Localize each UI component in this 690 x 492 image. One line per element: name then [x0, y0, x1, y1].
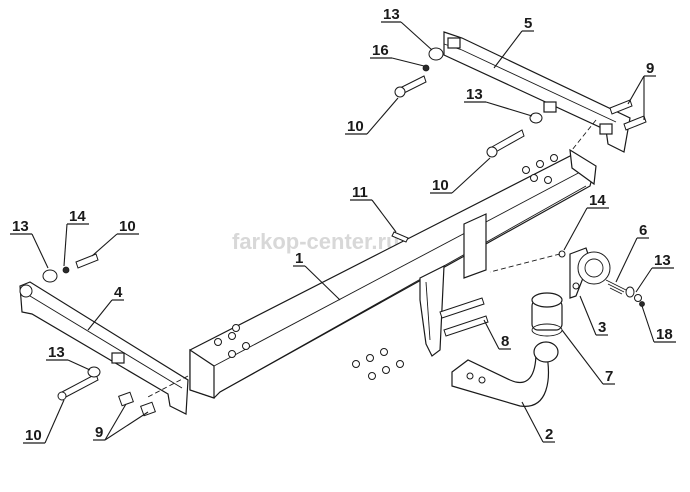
ball-neck: [451, 341, 559, 407]
callout-1: 1: [295, 250, 303, 267]
callout-2: 2: [545, 426, 553, 443]
callout-13-mid: 13: [466, 86, 483, 103]
callout-13-top: 13: [383, 6, 400, 23]
callout-3: 3: [598, 319, 606, 336]
callout-14-lower: 13: [654, 252, 671, 269]
callout-10-left: 10: [119, 218, 136, 235]
callout-9-right: 9: [646, 60, 654, 77]
tow-ball-cap: [531, 292, 563, 337]
right-side-bracket: [443, 31, 631, 153]
callout-16-left: 14: [69, 208, 86, 225]
callout-4: 4: [114, 284, 123, 301]
callout-14-upper: 14: [589, 192, 606, 209]
callout-10-mid: 10: [432, 177, 449, 194]
socket-bracket: [569, 247, 611, 299]
left-side-bracket: [19, 281, 189, 415]
callout-13-left: 13: [12, 218, 29, 235]
callout-10-top: 10: [347, 118, 364, 135]
callout-11: 11: [352, 184, 368, 201]
callout-9-left: 9: [95, 424, 103, 441]
gasket-spring: [605, 279, 635, 298]
watermark: farkop-center.ru: [232, 229, 400, 254]
callout-5: 5: [524, 15, 532, 32]
assembly-lines: [145, 119, 597, 399]
callout-6: 6: [639, 222, 647, 239]
main-cross-beam: [189, 148, 597, 399]
callout-18: 18: [656, 326, 673, 343]
callouts: 13 5 16 9 13 10 10 11 14: [10, 6, 676, 444]
callout-16-top: 16: [372, 42, 389, 59]
callout-13-lower: 13: [48, 344, 65, 361]
callout-7: 7: [605, 368, 613, 385]
callout-10-bottom: 10: [25, 427, 42, 444]
callout-8: 8: [501, 333, 509, 350]
hardware: [42, 47, 647, 417]
